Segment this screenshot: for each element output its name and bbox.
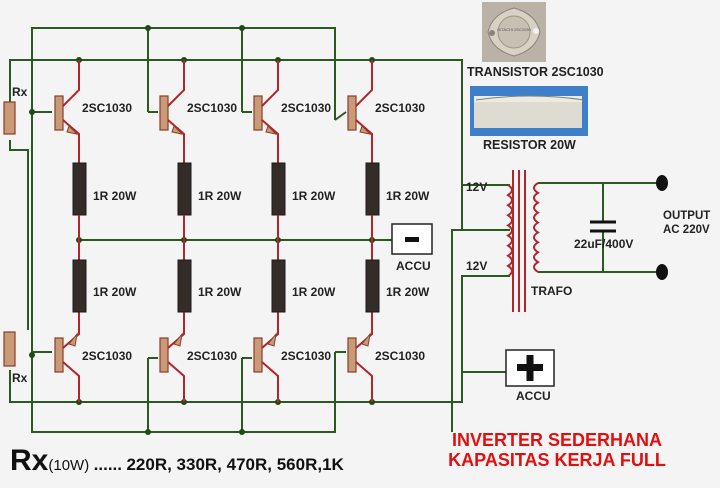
emitter-resistor-label: 1R 20W [292, 285, 336, 299]
transistor-photo-marking: HITACHI 2SC1030 [497, 27, 531, 32]
transistor-photo: HITACHI 2SC1030 [482, 2, 546, 62]
minus-icon [405, 237, 419, 242]
emitter-resistor-label: 1R 20W [386, 285, 430, 299]
rx-resistor-bottom [3, 331, 16, 367]
emitter-resistor-top: 1R 20W [72, 162, 137, 240]
transformer: 12V 12V TRAFO [466, 170, 572, 312]
rx-label-top: Rx [12, 85, 28, 99]
diagram-title: INVERTER SEDERHANA KAPASITAS KERJA FULL [432, 430, 682, 470]
accu-positive-label: ACCU [516, 389, 551, 403]
bottom-transistor-row: 2SC1030 2SC1030 2SC1030 2SC1030 [54, 312, 425, 402]
transistor-bottom: 2SC1030 [347, 312, 425, 402]
accu-positive: ACCU [505, 349, 555, 403]
transistor-bottom: 2SC1030 [253, 312, 331, 402]
capacitor-label: 22uF/400V [574, 237, 633, 251]
transistor-label: 2SC1030 [375, 101, 425, 115]
resistor-photo [470, 86, 588, 136]
emitter-resistor-label: 1R 20W [93, 189, 137, 203]
emitter-resistor-label: 1R 20W [93, 285, 137, 299]
top-transistor-row: 2SC1030 2SC1030 2SC1030 2SC1030 [54, 60, 425, 165]
transistor-label: 2SC1030 [82, 349, 132, 363]
transistor-label: 2SC1030 [82, 101, 132, 115]
title-line-1: INVERTER SEDERHANA [451, 430, 663, 450]
accu-negative: ACCU [391, 223, 433, 273]
emitter-resistor-label: 1R 20W [198, 189, 242, 203]
emitter-resistor-label: 1R 20W [386, 189, 430, 203]
transistor-top: 2SC1030 [159, 60, 237, 165]
primary-top-voltage: 12V [466, 180, 487, 194]
resistor-photo-caption: RESISTOR 20W [483, 138, 576, 152]
emitter-arrow-icon [359, 125, 372, 135]
output-label-line2: AC 220V [663, 224, 710, 236]
primary-bottom-voltage: 12V [466, 259, 487, 273]
output-label-line1: OUTPUT [663, 210, 710, 222]
emitter-resistor-bottom: 1R 20W [365, 240, 430, 313]
transistor-top: 2SC1030 [54, 60, 132, 165]
emitter-arrow-icon [361, 332, 371, 347]
junction-dots [29, 25, 375, 435]
emitter-resistor-top: 1R 20W [177, 162, 242, 240]
legend-values: 220R, 330R, 470R, 560R,1K [126, 455, 344, 474]
rx-resistor-top [3, 101, 16, 135]
emitter-resistor-bottom: 1R 20W [177, 240, 242, 313]
emitter-arrow-icon [68, 332, 78, 347]
transistor-label: 2SC1030 [375, 349, 425, 363]
emitter-resistor-bottom: 1R 20W [271, 240, 336, 313]
transistor-label: 2SC1030 [187, 349, 237, 363]
transformer-label: TRAFO [531, 284, 572, 298]
legend-dots: ...... [93, 455, 122, 474]
transistor-bottom: 2SC1030 [54, 312, 132, 402]
emitter-arrow-icon [265, 125, 278, 135]
rx-label-bottom: Rx [12, 371, 28, 385]
transistor-photo-caption: TRANSISTOR 2SC1030 [467, 65, 604, 79]
emitter-arrow-icon [267, 332, 277, 347]
rx-value-legend: Rx(10W) ...... 220R, 330R, 470R, 560R,1K [10, 444, 344, 478]
legend-rating: (10W) [48, 457, 90, 474]
title-line-2: KAPASITAS KERJA FULL [448, 450, 666, 470]
output-terminal-bottom [656, 264, 668, 280]
emitter-arrow-icon [66, 125, 79, 135]
emitter-resistor-label: 1R 20W [292, 189, 336, 203]
transistor-label: 2SC1030 [281, 349, 331, 363]
output-capacitor: 22uF/400V [574, 220, 633, 251]
output-terminal-top [656, 175, 668, 191]
legend-symbol: Rx [10, 444, 49, 477]
emitter-resistor-top: 1R 20W [271, 162, 336, 240]
transistor-bottom: 2SC1030 [159, 312, 237, 402]
emitter-arrow-icon [173, 332, 183, 347]
transistor-label: 2SC1030 [281, 101, 331, 115]
emitter-resistors: 1R 20W 1R 20W 1R 20W 1R 20W 1R 20W 1R 20W 1R 2… [72, 162, 430, 313]
emitter-resistor-top: 1R 20W [365, 162, 430, 240]
transistor-top: 2SC1030 [347, 60, 425, 165]
accu-negative-label: ACCU [396, 259, 431, 273]
emitter-resistor-label: 1R 20W [198, 285, 242, 299]
emitter-resistor-bottom: 1R 20W [72, 240, 137, 313]
transistor-label: 2SC1030 [187, 101, 237, 115]
transistor-top: 2SC1030 [253, 60, 331, 165]
emitter-arrow-icon [171, 125, 184, 135]
